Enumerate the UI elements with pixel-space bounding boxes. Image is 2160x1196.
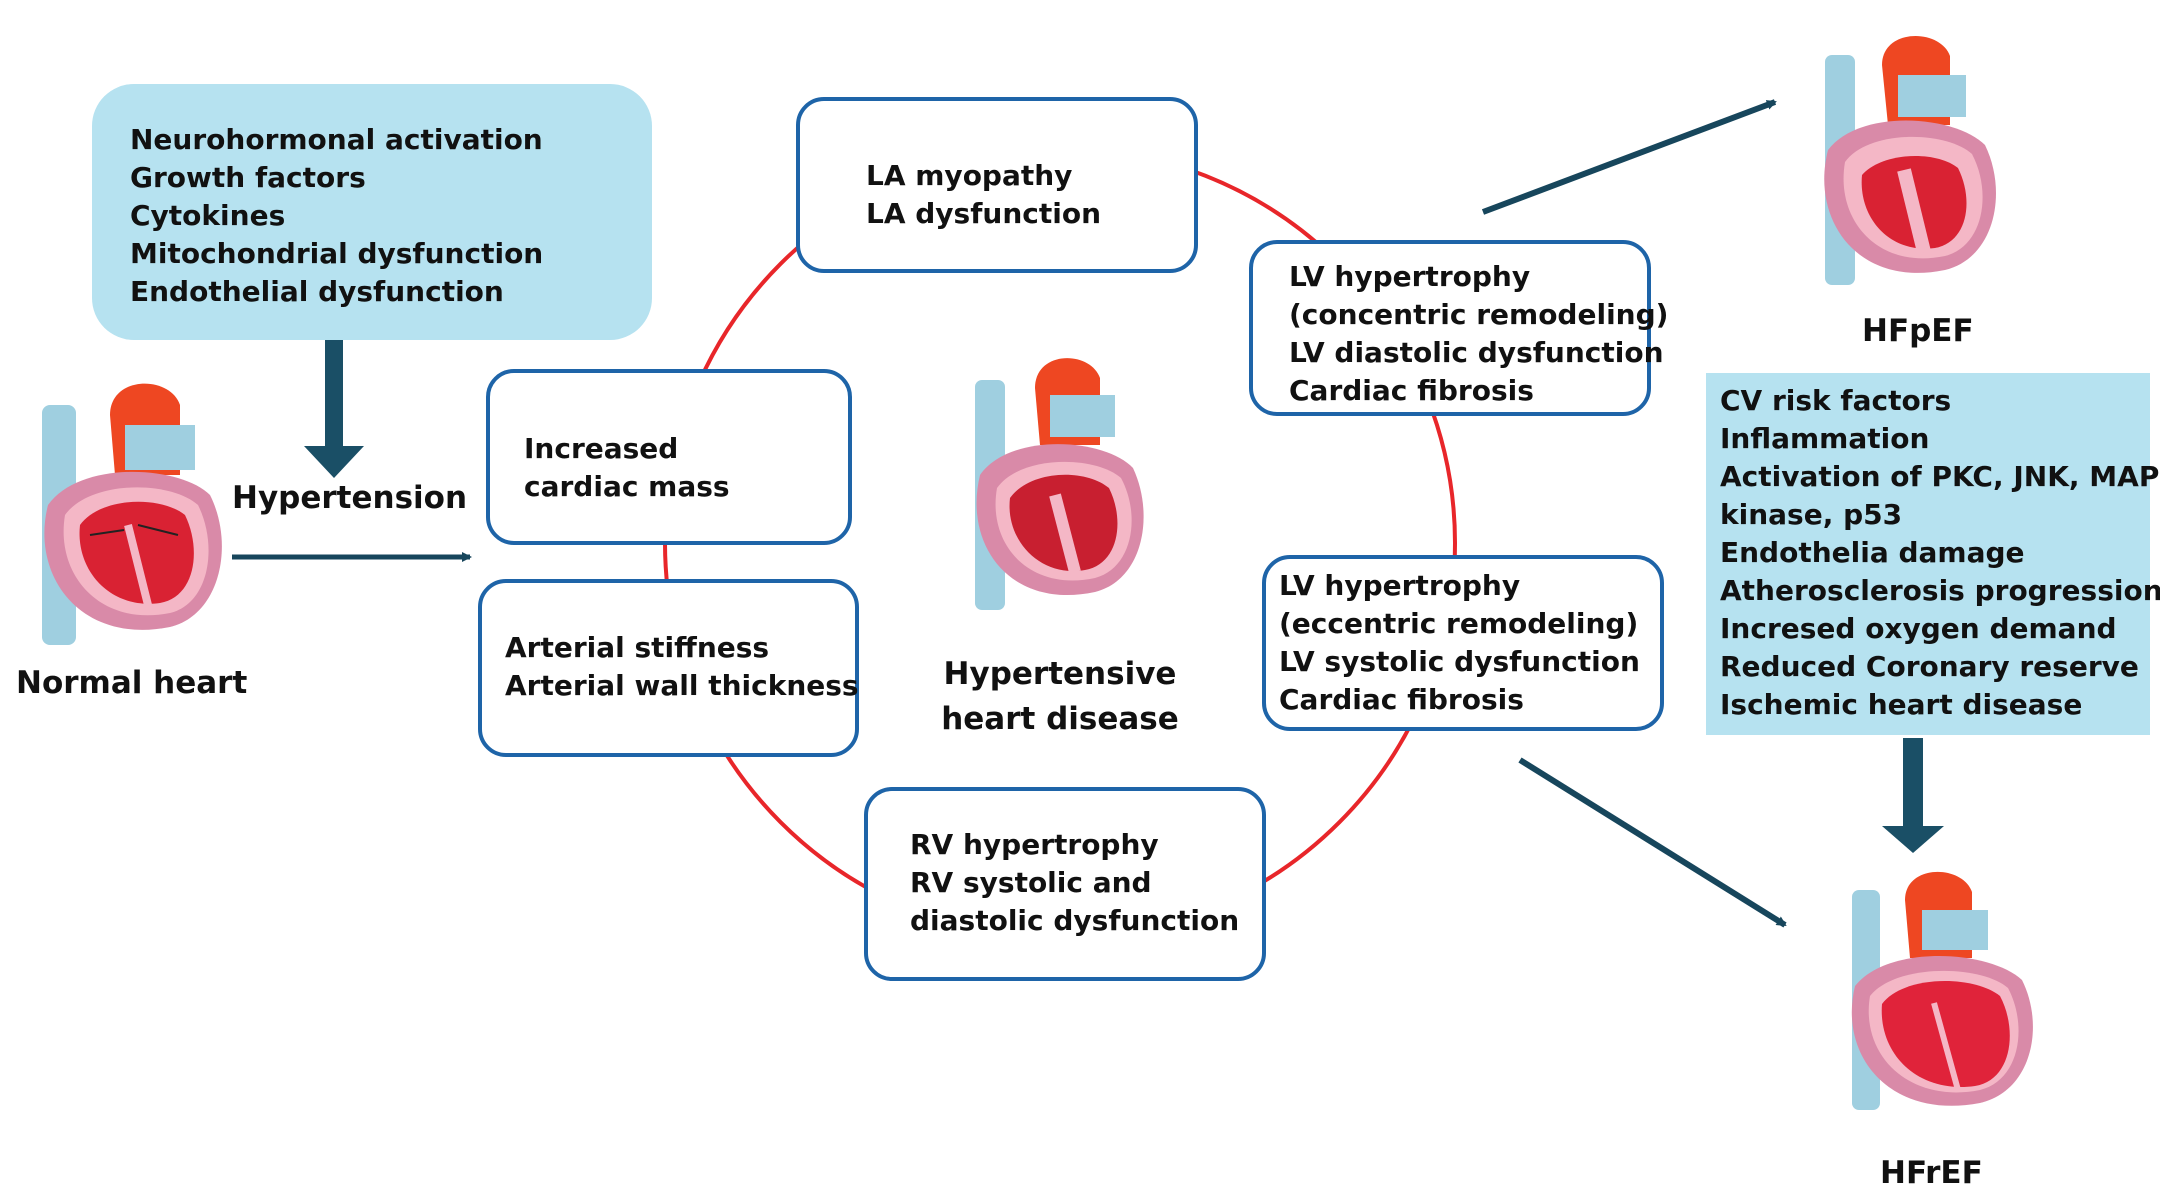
risk-item: Atherosclerosis progression [1720,574,2160,607]
heart-hfpef-icon [1824,36,1996,285]
box-line: LV systolic dysfunction [1279,645,1640,678]
hypertension-label: Hypertension [232,480,468,516]
box-line: cardiac mass [524,470,730,503]
factor-item: Neurohormonal activation [130,123,543,156]
hfpef-label: HFpEF [1862,313,1974,349]
factors-panel: Neurohormonal activation Growth factors … [92,84,652,340]
box-line: Arterial stiffness [505,631,770,664]
arterial-box: Arterial stiffness Arterial wall thickne… [478,579,859,757]
risk-item: Inflammation [1720,422,1930,455]
factor-item: Cytokines [130,199,286,232]
hfref-label: HFrEF [1880,1155,1983,1191]
risk-item: Incresed oxygen demand [1720,612,2117,645]
risk-item: CV risk factors [1720,384,1952,417]
box-line: RV systolic and [910,866,1152,899]
factor-item: Endothelial dysfunction [130,275,504,308]
risk-item: Endothelia damage [1720,536,2025,569]
arrow-to-hfpef [1481,99,1777,215]
heart-hfref-icon [1851,871,2033,1110]
arrow-to-hfref [1518,757,1787,928]
rv-box: RV hypertrophy RV systolic and diastolic… [864,787,1266,981]
hypertensive-label-line: heart disease [941,701,1179,737]
arrow-factors-to-hypertension [304,340,364,478]
heart-normal-icon [42,383,222,645]
lv-concentric-box: LV hypertrophy (concentric remodeling) L… [1249,240,1668,416]
box-line: diastolic dysfunction [910,904,1240,937]
hypertensive-heart-label: Hypertensive heart disease [935,652,1185,742]
box-line: Increased [524,432,679,465]
la-box: LA myopathy LA dysfunction [796,97,1198,273]
box-line: LV hypertrophy [1289,260,1531,293]
box-line: Cardiac fibrosis [1289,374,1534,407]
factor-item: Growth factors [130,161,366,194]
risk-item: kinase, p53 [1720,498,1903,531]
box-line: (concentric remodeling) [1289,298,1669,331]
box-line: RV hypertrophy [910,828,1159,861]
box-line: LA dysfunction [866,197,1102,230]
cardiac-mass-box: Increased cardiac mass [486,369,852,545]
heart-hypertensive-icon [975,358,1144,610]
hypertensive-label-line: Hypertensive [943,656,1177,692]
box-line: LV hypertrophy [1279,569,1521,602]
risk-factors-panel: CV risk factors Inflammation Activation … [1706,373,2160,735]
box-line: Cardiac fibrosis [1279,683,1524,716]
box-line: LV diastolic dysfunction [1289,336,1664,369]
risk-item: Activation of PKC, JNK, MAP [1720,460,2160,493]
factor-item: Mitochondrial dysfunction [130,237,544,270]
lv-eccentric-box: LV hypertrophy (eccentric remodeling) LV… [1262,555,1664,731]
normal-heart-label: Normal heart [16,665,248,701]
box-line: (eccentric remodeling) [1279,607,1639,640]
risk-item: Reduced Coronary reserve [1720,650,2139,683]
risk-item: Ischemic heart disease [1720,688,2083,721]
box-line: LA myopathy [866,159,1073,192]
box-line: Arterial wall thickness [505,669,859,702]
arrow-risk-to-hfref [1882,738,1944,853]
